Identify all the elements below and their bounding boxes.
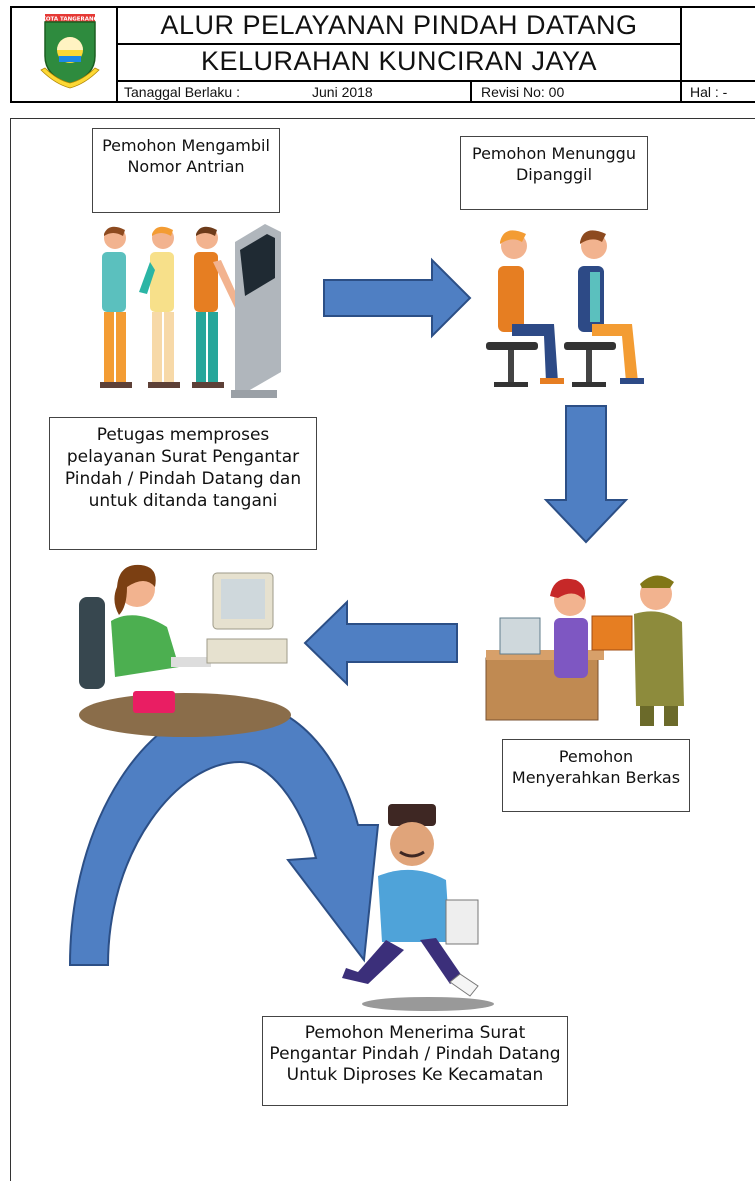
- frame-left-line: [10, 118, 11, 1181]
- person-icon: [578, 230, 644, 384]
- arrow-curved: [68, 700, 380, 966]
- frame-top-line: [10, 118, 755, 119]
- step-receive-letter: Pemohon Menerima Surat Pengantar Pindah …: [262, 1016, 568, 1106]
- city-logo-icon: KOTA TANGERANG: [40, 14, 100, 89]
- effective-date-label: Tanaggal Berlaku :: [124, 84, 240, 100]
- queue-kiosk-illustration: [100, 224, 281, 398]
- waiting-chairs-illustration: [486, 230, 644, 387]
- person-icon: [139, 226, 180, 388]
- document-title-line1: ALUR PELAYANAN PINDAH DATANG: [160, 10, 638, 40]
- person-icon: [100, 226, 132, 388]
- arrow-right: [323, 257, 472, 339]
- officer-computer-illustration: [79, 564, 291, 737]
- arrow-down: [543, 405, 629, 544]
- logo-text: KOTA TANGERANG: [42, 17, 99, 23]
- page-number: Hal : -: [690, 84, 728, 100]
- person-icon: [192, 226, 241, 388]
- side-cell: [680, 6, 755, 103]
- submit-documents-illustration: [485, 575, 684, 726]
- step-submit-documents: Pemohon Menyerahkan Berkas: [502, 739, 690, 812]
- document-title-line2: KELURAHAN KUNCIRAN JAYA: [200, 46, 598, 76]
- arrow-left: [303, 599, 458, 687]
- revision-number: Revisi No: 00: [481, 84, 565, 100]
- title-divider: [116, 43, 682, 45]
- person-icon: [498, 230, 564, 384]
- meta-sep: [470, 80, 472, 103]
- step-officer-process: Petugas memproses pelayanan Surat Pengan…: [49, 417, 317, 550]
- step-wait-called: Pemohon Menunggu Dipanggil: [460, 136, 648, 210]
- chair-icon: [486, 342, 616, 387]
- running-man-illustration: [342, 804, 494, 1011]
- effective-date-value: Juni 2018: [312, 84, 373, 100]
- meta-divider: [116, 80, 755, 82]
- step-take-queue-number: Pemohon Mengambil Nomor Antrian: [92, 128, 280, 213]
- kiosk-icon: [231, 224, 281, 398]
